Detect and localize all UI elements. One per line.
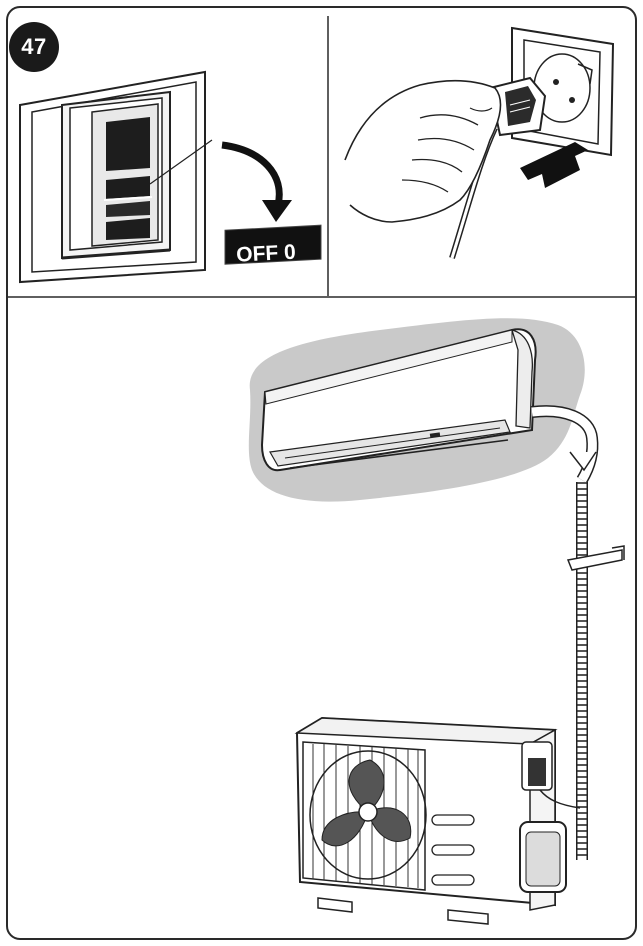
off-label-plate: OFF 0 bbox=[224, 224, 322, 267]
step-number: 47 bbox=[21, 34, 47, 59]
step-number-badge: 47 bbox=[9, 22, 59, 72]
plug-unplug-icon bbox=[344, 76, 547, 259]
curved-arrow-icon bbox=[221, 141, 292, 222]
refrigerant-pipe-icon bbox=[531, 405, 625, 860]
wall-switch-icon bbox=[19, 70, 206, 284]
indoor-ac-unit-icon bbox=[248, 318, 585, 502]
switch-leader-line bbox=[149, 139, 213, 185]
off-label-text: OFF 0 bbox=[236, 241, 297, 267]
outdoor-ac-unit-icon bbox=[294, 716, 581, 925]
pull-arrow-icon bbox=[520, 142, 588, 188]
